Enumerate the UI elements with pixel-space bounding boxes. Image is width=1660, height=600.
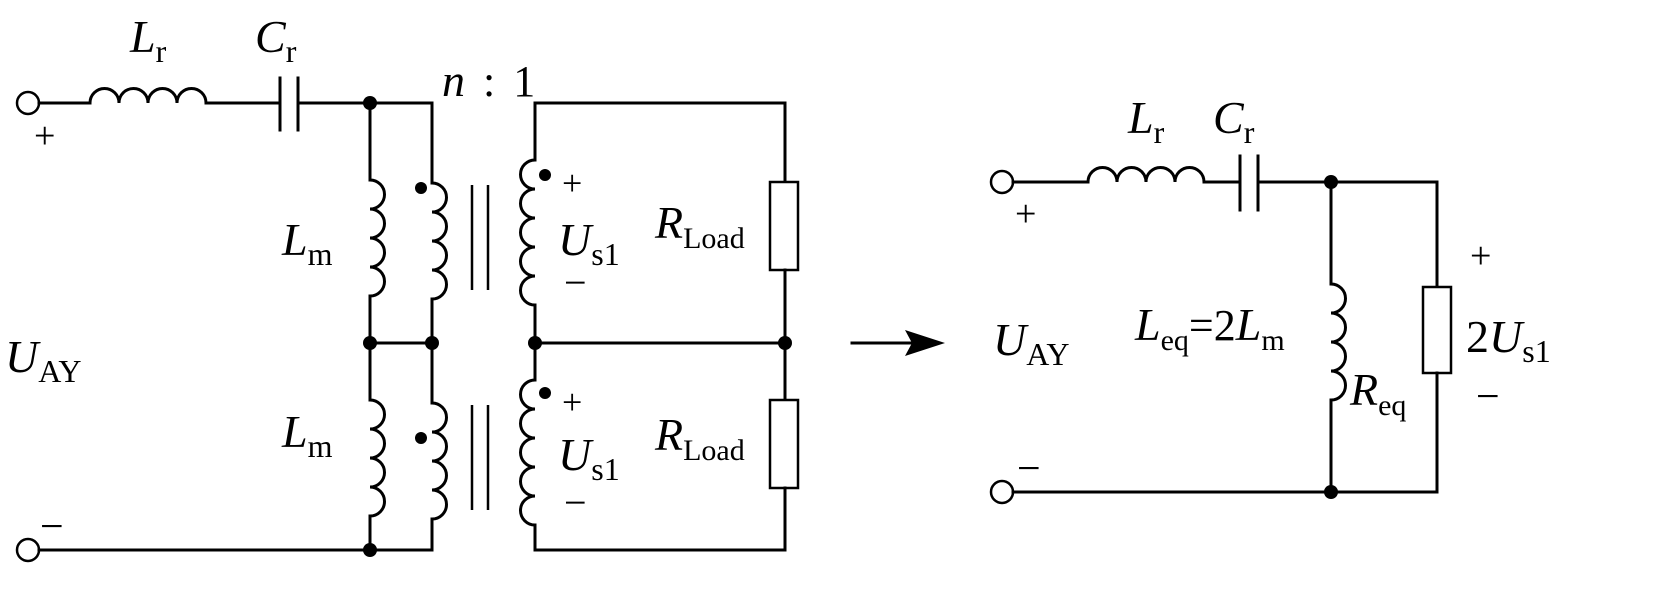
label-lr: Lr <box>129 11 167 69</box>
primary-winding-lower <box>430 401 448 521</box>
label-cr: Cr <box>255 11 297 69</box>
transform-arrow <box>850 330 945 356</box>
primary-winding-upper <box>430 181 448 301</box>
right-circuit: Lr Cr + − UAY Leq=2Lm Req + 2Us1 − <box>989 92 1551 505</box>
eq-inductor-lr <box>1086 166 1206 184</box>
label-lm-lower: Lm <box>281 406 333 464</box>
eq-inductor-leq <box>1329 282 1347 402</box>
polarity-dot <box>415 432 427 444</box>
eq-wire-bottom <box>1011 371 1439 494</box>
label-lm-upper: Lm <box>281 214 333 272</box>
inductor-lr <box>88 87 208 105</box>
label-us1-lower-minus: − <box>564 480 587 525</box>
eq-capacitor-cr <box>1238 154 1260 212</box>
eq-label-output-plus: + <box>1470 235 1491 277</box>
transformer-core-lower <box>470 405 490 510</box>
polarity-dot <box>539 169 551 181</box>
label-turns-ratio: n:1 <box>442 55 535 106</box>
resistor-rload-upper <box>768 180 800 272</box>
junction-node <box>425 336 439 350</box>
junction-node <box>778 336 792 350</box>
polarity-dot <box>415 182 427 194</box>
eq-resistor-req <box>1421 285 1453 375</box>
secondary-winding-lower <box>519 378 537 527</box>
label-input-minus: − <box>40 504 64 550</box>
left-circuit: Lr Cr n:1 + − UAY Lm Lm + Us1 − + Us1 − <box>5 11 800 563</box>
wire-cr-primary <box>296 101 434 185</box>
junction-node <box>1324 485 1338 499</box>
label-us1-upper: Us1 <box>558 214 620 272</box>
eq-label-input-plus: + <box>1015 193 1036 235</box>
eq-label-lr: Lr <box>1127 92 1165 150</box>
eq-input-terminal-positive <box>989 169 1015 195</box>
inductor-lm-upper <box>368 178 386 298</box>
wire-load-top <box>533 101 787 184</box>
polarity-dot <box>539 387 551 399</box>
eq-label-uay: UAY <box>993 314 1070 372</box>
label-rload-upper: RLoad <box>654 197 745 255</box>
eq-label-leq: Leq=2Lm <box>1134 299 1285 357</box>
eq-label-output-minus: − <box>1476 374 1500 420</box>
label-us1-upper-plus: + <box>562 163 582 203</box>
junction-node <box>363 336 377 350</box>
wire-secondary-bottom <box>533 523 787 552</box>
secondary-winding-upper <box>519 158 537 307</box>
eq-input-terminal-negative <box>989 479 1015 505</box>
label-rload-lower: RLoad <box>654 409 745 467</box>
inductor-lm-lower <box>368 398 386 518</box>
eq-label-2us1: 2Us1 <box>1466 311 1551 369</box>
input-terminal-positive <box>15 90 41 116</box>
junction-node <box>528 336 542 350</box>
label-uay: UAY <box>5 331 82 389</box>
junction-node <box>363 543 377 557</box>
capacitor-cr <box>278 76 300 132</box>
eq-label-cr: Cr <box>1213 92 1255 150</box>
resistor-rload-lower <box>768 398 800 490</box>
transformer-core-upper <box>470 185 490 290</box>
input-terminal-negative <box>15 537 41 563</box>
eq-label-req: Req <box>1349 364 1406 422</box>
eq-label-input-minus: − <box>1017 446 1041 492</box>
label-us1-upper-minus: − <box>564 260 587 305</box>
label-input-plus: + <box>34 115 55 157</box>
label-us1-lower: Us1 <box>558 429 620 487</box>
label-us1-lower-plus: + <box>562 382 582 422</box>
eq-wire-top <box>1256 180 1439 289</box>
